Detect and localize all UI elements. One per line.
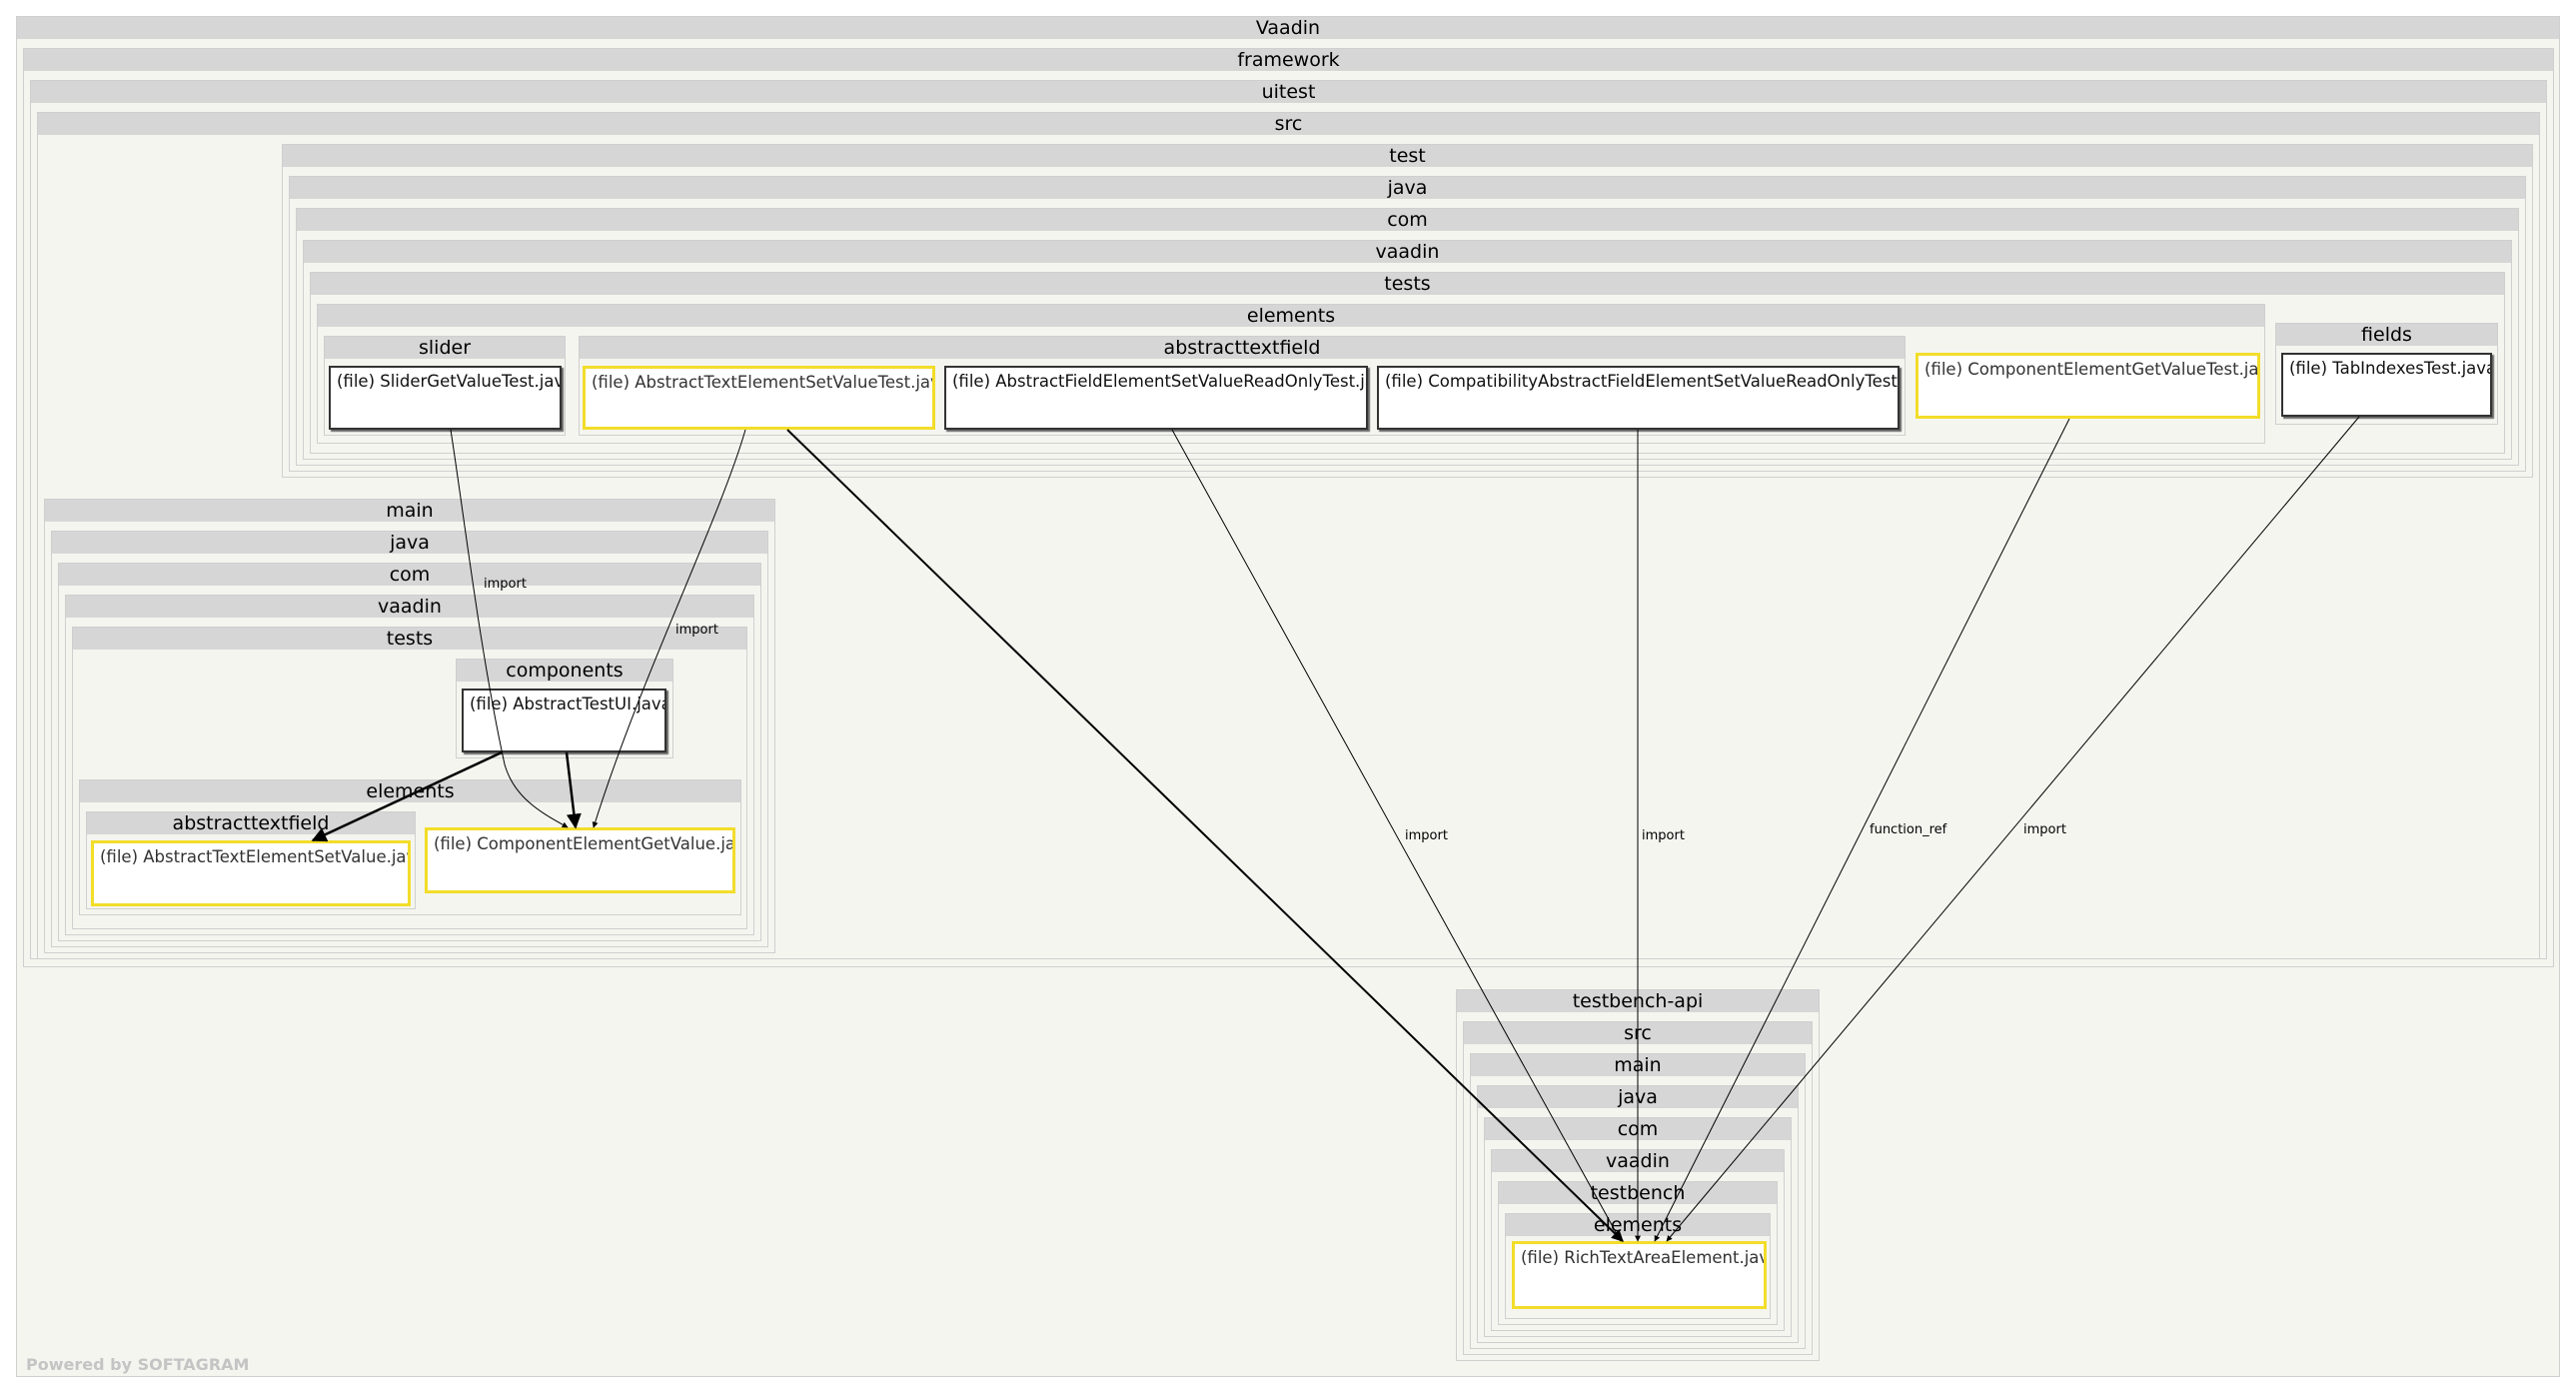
file-node[interactable]: (file) ComponentElementGetValue.java — [425, 827, 735, 893]
container-label: test — [283, 145, 2532, 167]
container-label: main — [1471, 1054, 1805, 1076]
container-label: com — [59, 564, 760, 586]
file-node[interactable]: (file) AbstractTestUI.java — [462, 689, 666, 752]
container-label: src — [1464, 1022, 1812, 1044]
softagram-watermark: Powered by SOFTAGRAM — [26, 1355, 250, 1374]
file-node[interactable]: (file) AbstractFieldElementSetValueReadO… — [944, 366, 1368, 430]
file-node[interactable]: (file) SliderGetValueTest.java — [329, 366, 562, 430]
container-label: vaadin — [66, 596, 753, 618]
container-label: java — [290, 177, 2525, 199]
container-label: testbench — [1499, 1182, 1777, 1204]
container-label: elements — [318, 305, 2264, 327]
container-label: com — [297, 209, 2518, 231]
file-node[interactable]: (file) CompatibilityAbstractFieldElement… — [1377, 366, 1900, 430]
container-label: uitest — [31, 81, 2546, 103]
file-node[interactable]: (file) ComponentElementGetValueTest.java — [1916, 353, 2260, 419]
container-label: elements — [80, 780, 740, 802]
container-label: java — [52, 532, 767, 554]
file-node[interactable]: (file) TabIndexesTest.java — [2281, 353, 2492, 417]
container-label: tests — [73, 628, 746, 650]
container-label: elements — [1506, 1214, 1770, 1236]
container-label: abstracttextfield — [580, 337, 1905, 359]
file-node[interactable]: (file) RichTextAreaElement.java — [1512, 1241, 1767, 1309]
container-label: slider — [325, 337, 565, 359]
container-label: java — [1478, 1086, 1798, 1108]
container-label: com — [1485, 1118, 1791, 1140]
container-label: testbench-api — [1457, 990, 1819, 1012]
container-label: framework — [24, 49, 2553, 71]
container-label: vaadin — [1492, 1150, 1784, 1172]
container-label: src — [38, 113, 2539, 135]
file-node[interactable]: (file) AbstractTextElementSetValueTest.j… — [583, 366, 935, 430]
container-label: tests — [311, 273, 2504, 295]
container-label: fields — [2276, 324, 2497, 346]
container-label: Vaadin — [17, 17, 2559, 39]
container-label: abstracttextfield — [87, 812, 415, 834]
container-label: vaadin — [304, 241, 2511, 263]
file-node[interactable]: (file) AbstractTextElementSetValue.java — [91, 840, 411, 906]
container-label: components — [457, 660, 672, 682]
container-label: main — [45, 500, 774, 522]
